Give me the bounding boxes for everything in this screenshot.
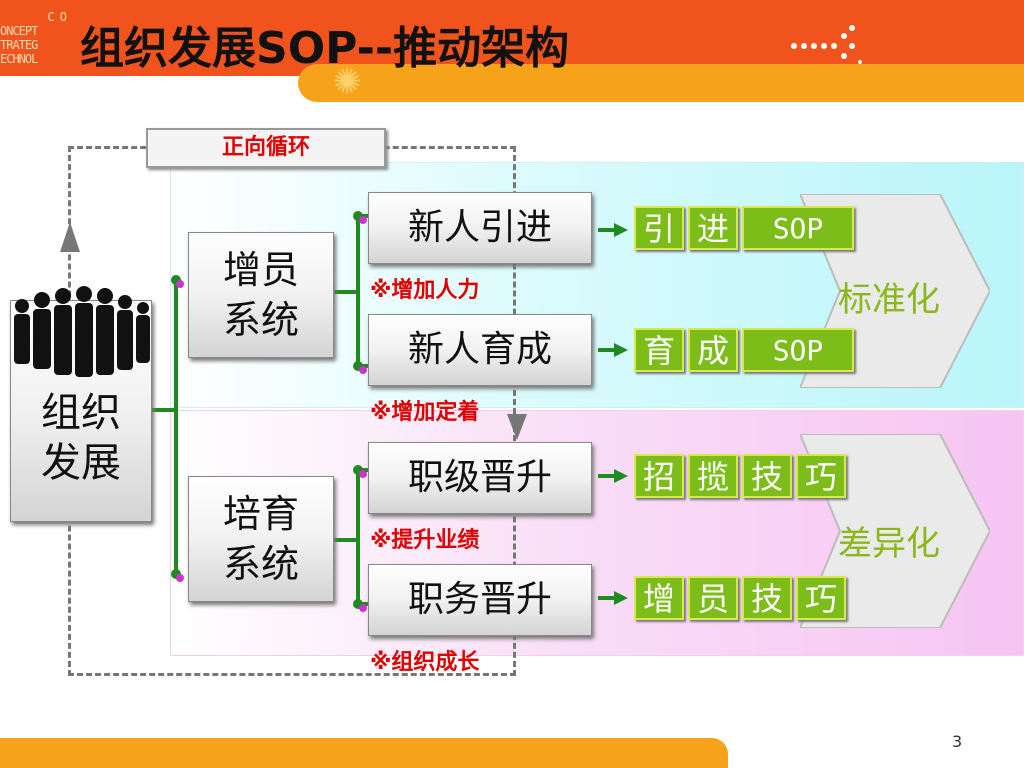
sun-decoration-icon: ✺ xyxy=(333,62,362,102)
logo-line: C O xyxy=(47,10,67,24)
footer-band xyxy=(0,738,728,768)
tag: 招 xyxy=(634,454,684,498)
tag: 育 xyxy=(634,328,684,372)
tag: 技 xyxy=(742,576,792,620)
logo-line: TRATEG xyxy=(0,38,38,52)
tag: 引 xyxy=(634,206,684,250)
logo-line: ONCEPT xyxy=(0,24,38,38)
system-box-recruitment: 增员系统 xyxy=(188,232,334,358)
page-number: 3 xyxy=(952,732,963,751)
chevron-arrow-bottom-icon xyxy=(800,434,990,628)
tag: 技 xyxy=(742,454,792,498)
tag: 员 xyxy=(688,576,738,620)
item-box-rank-promotion: 职级晋升 xyxy=(368,442,592,514)
positive-cycle-label: 正向循环 xyxy=(146,128,386,168)
note-increase-retention: ※增加定着 xyxy=(370,400,480,425)
tag: 巧 xyxy=(796,576,846,620)
tag: SOP xyxy=(742,328,854,372)
people-silhouette-icon xyxy=(14,286,150,377)
note-improve-performance: ※提升业绩 xyxy=(370,528,480,553)
item-box-position-promotion: 职务晋升 xyxy=(368,564,592,636)
system-box-training: 培育系统 xyxy=(188,476,334,602)
dots-decoration-icon xyxy=(791,25,862,64)
tag-group-recruiting-skills: 增 员 技 巧 xyxy=(634,576,846,620)
tag: 进 xyxy=(688,206,738,250)
tag: SOP xyxy=(742,206,854,250)
item-box-new-hire-development: 新人育成 xyxy=(368,314,592,386)
root-node-label: 组织发展 xyxy=(41,390,121,486)
outcome-label-differentiation: 差异化 xyxy=(838,524,940,564)
outcome-label-standardization: 标准化 xyxy=(838,280,940,320)
header-accent-band xyxy=(298,64,1024,102)
tag: 成 xyxy=(688,328,738,372)
tag-group-solicitation-skills: 招 揽 技 巧 xyxy=(634,454,846,498)
tag-group-recruitment-sop: 引 进 SOP xyxy=(634,206,854,250)
tag-group-development-sop: 育 成 SOP xyxy=(634,328,854,372)
tag: 揽 xyxy=(688,454,738,498)
company-logo: C O ONCEPT TRATEG ECHNOL xyxy=(0,10,72,82)
note-organization-growth: ※组织成长 xyxy=(370,650,480,675)
note-increase-manpower: ※增加人力 xyxy=(370,278,480,303)
tag: 巧 xyxy=(796,454,846,498)
item-box-new-hire-recruitment: 新人引进 xyxy=(368,192,592,264)
logo-line: ECHNOL xyxy=(0,52,38,66)
header-band xyxy=(0,0,1024,76)
tag: 增 xyxy=(634,576,684,620)
page-title: 组织发展SOP--推动架构 xyxy=(80,23,570,74)
